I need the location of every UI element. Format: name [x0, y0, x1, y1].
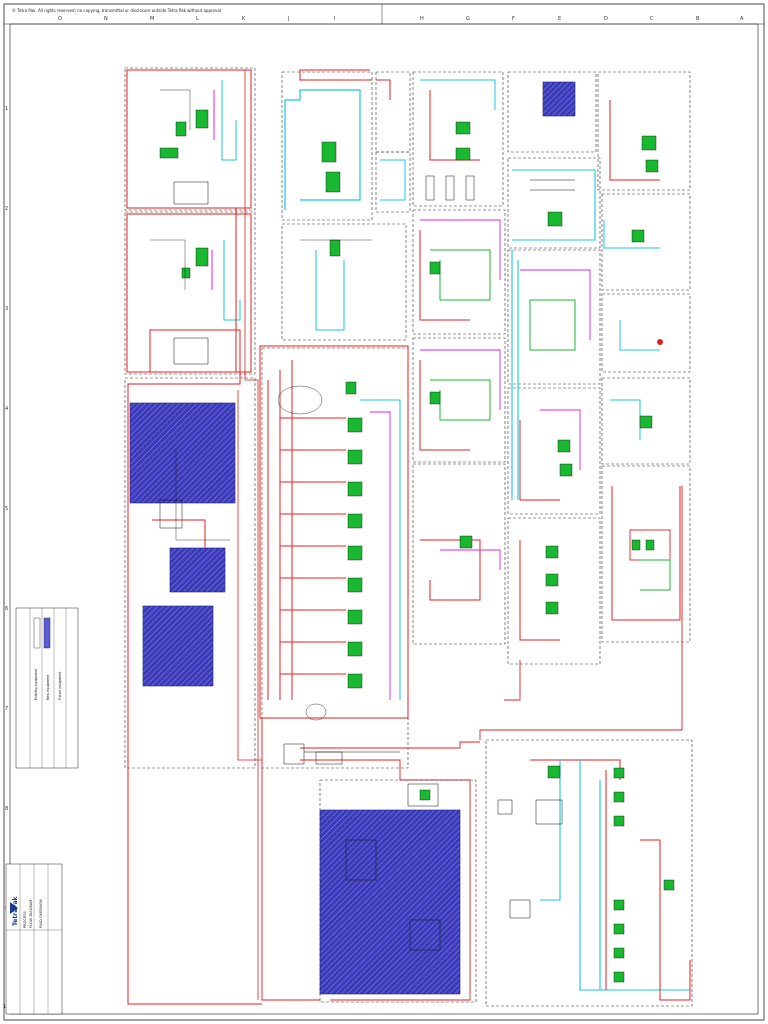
legend-box: Existing equipment New equipment Future … — [15, 607, 79, 769]
tick-side-5: 6 — [5, 606, 8, 612]
centre-manifold — [259, 345, 409, 769]
tick-side-4: 5 — [5, 506, 8, 512]
tick-top-14: A — [740, 16, 744, 22]
tick-top-11: D — [604, 16, 608, 22]
tick-top-3: L — [196, 16, 199, 22]
tick-top-10: E — [558, 16, 561, 22]
copyright-notice: © Tetra Pak. All rights reserved; no cop… — [12, 8, 222, 13]
bottom-right-module — [485, 739, 693, 1007]
right-centre-modules — [412, 71, 506, 645]
tick-top-0: O — [58, 16, 62, 22]
steam-main-left — [127, 208, 262, 1005]
tetrapak-logo-icon — [10, 902, 18, 914]
legend-row-0: Existing equipment — [34, 668, 38, 700]
title-block-line-1: FLOW DIAGRAM — [29, 900, 33, 928]
title-block-line-0: PROCESS — [23, 910, 27, 928]
left-module-stack — [124, 67, 256, 769]
future-area-left-upper — [129, 402, 236, 504]
future-area-centre-bottom — [319, 779, 477, 1003]
tick-side-1: 2 — [5, 206, 8, 212]
tick-top-12: C — [650, 16, 654, 22]
tick-top-8: G — [466, 16, 470, 22]
centre-top-modules — [281, 69, 411, 341]
tick-side-6: 7 — [5, 706, 8, 712]
tick-side-3: 4 — [5, 406, 8, 412]
tick-top-4: K — [242, 16, 246, 22]
tick-top-2: M — [150, 16, 154, 22]
future-area-left-bottom — [142, 605, 214, 687]
title-block-brand: TetraPak — [12, 895, 19, 926]
tick-top-1: N — [104, 16, 108, 22]
tick-top-6: I — [334, 16, 335, 22]
outer-border — [3, 3, 765, 1021]
legend-row-2: Future equipment — [58, 671, 62, 700]
legend-row-1: New equipment — [46, 674, 50, 700]
tick-side-2: 3 — [5, 306, 8, 312]
future-area-left-lower — [169, 547, 226, 593]
tick-side-0: 1 — [5, 106, 8, 112]
far-right-modules — [597, 71, 691, 643]
right-modules — [504, 71, 601, 701]
top-tick-row: O N M L K J I H G F E D C B A — [58, 4, 744, 24]
tick-top-9: F — [512, 16, 515, 22]
steam-main-right — [479, 486, 683, 740]
tick-top-5: J — [287, 16, 289, 22]
tick-side-7: 8 — [5, 806, 8, 812]
tick-top-13: B — [696, 16, 700, 22]
title-block-line-2: P&ID OVERVIEW — [39, 898, 43, 928]
tick-top-7: H — [420, 16, 424, 22]
title-block: TetraPak PROCESS FLOW DIAGRAM P&ID OVERV… — [5, 863, 63, 1015]
